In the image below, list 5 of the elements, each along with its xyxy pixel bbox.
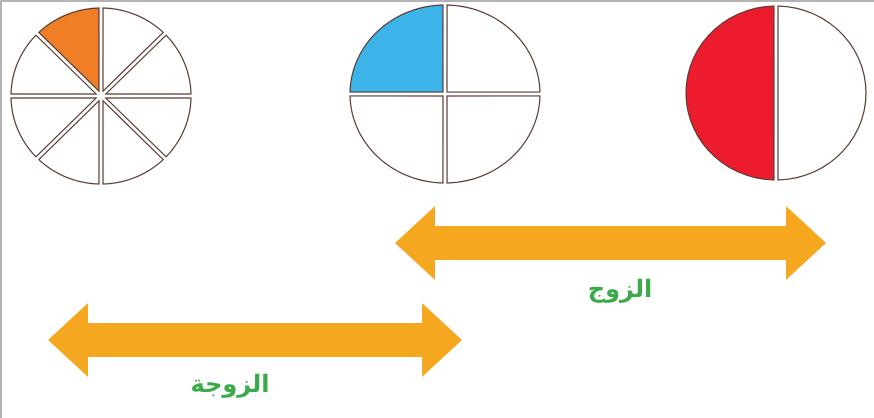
- arrow-label: الزوجة: [190, 370, 270, 398]
- arrow-label: الزوج: [588, 275, 652, 303]
- fraction-circle-drawing: [10, 7, 192, 185]
- fraction-circle-drawing: [685, 5, 867, 181]
- fraction-circle-drawing: [349, 4, 541, 184]
